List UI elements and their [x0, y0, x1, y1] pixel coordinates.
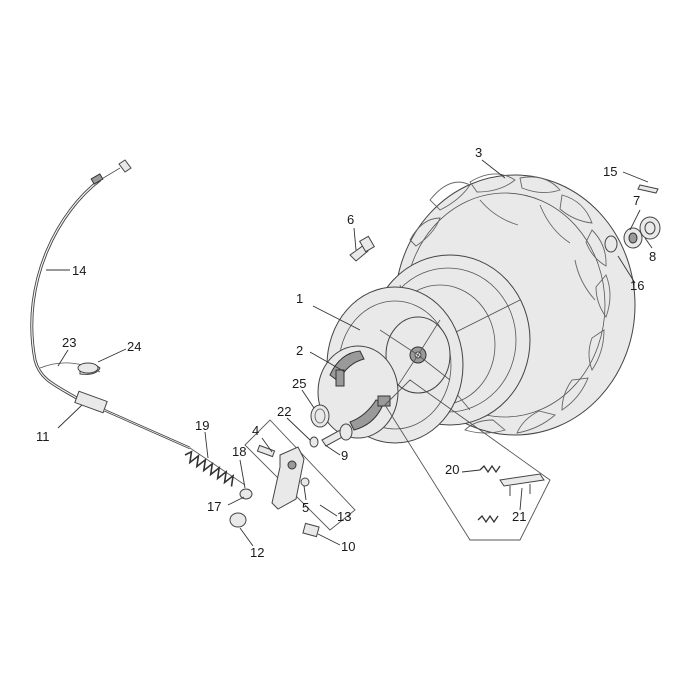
callout-22: 22 [277, 404, 291, 419]
callout-12: 12 [250, 545, 264, 560]
callout-3: 3 [475, 145, 482, 160]
return-spring [184, 450, 235, 487]
callout-25: 25 [292, 376, 306, 391]
callout-11: 11 [36, 429, 50, 444]
callout-20: 20 [445, 462, 459, 477]
axle-nut-group [604, 184, 661, 253]
shoe-springs-group [384, 379, 551, 541]
callout-13: 13 [337, 509, 351, 524]
brake-shoe-plate [317, 345, 399, 439]
callout-17: 17 [207, 499, 221, 514]
callout-23: 23 [62, 335, 76, 350]
callout-labels: 1 2 3 4 5 6 7 8 9 10 11 12 13 14 15 16 1… [36, 145, 656, 560]
callout-21: 21 [512, 509, 526, 524]
callout-15: 15 [603, 164, 617, 179]
callout-1: 1 [296, 291, 303, 306]
callout-2: 2 [296, 343, 303, 358]
cable-clips [39, 362, 101, 375]
callout-24: 24 [127, 339, 141, 354]
brake-lever-arm [229, 419, 356, 538]
callout-5: 5 [302, 500, 309, 515]
leader-lines [46, 159, 653, 547]
callout-8: 8 [649, 249, 656, 264]
brake-cable [30, 159, 246, 486]
callout-16: 16 [630, 278, 644, 293]
callout-10: 10 [341, 539, 355, 554]
callout-4: 4 [252, 423, 259, 438]
callout-14: 14 [72, 263, 86, 278]
callout-6: 6 [347, 212, 354, 227]
callout-7: 7 [633, 193, 640, 208]
callout-9: 9 [341, 448, 348, 463]
callout-19: 19 [195, 418, 209, 433]
valve [349, 235, 376, 262]
callout-18: 18 [232, 444, 246, 459]
brake-cam-shaft [309, 404, 353, 448]
